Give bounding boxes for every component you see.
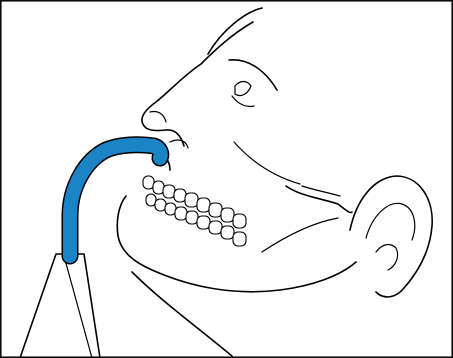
illustration-frame [0,0,453,358]
face-with-device-illustration [0,0,453,358]
